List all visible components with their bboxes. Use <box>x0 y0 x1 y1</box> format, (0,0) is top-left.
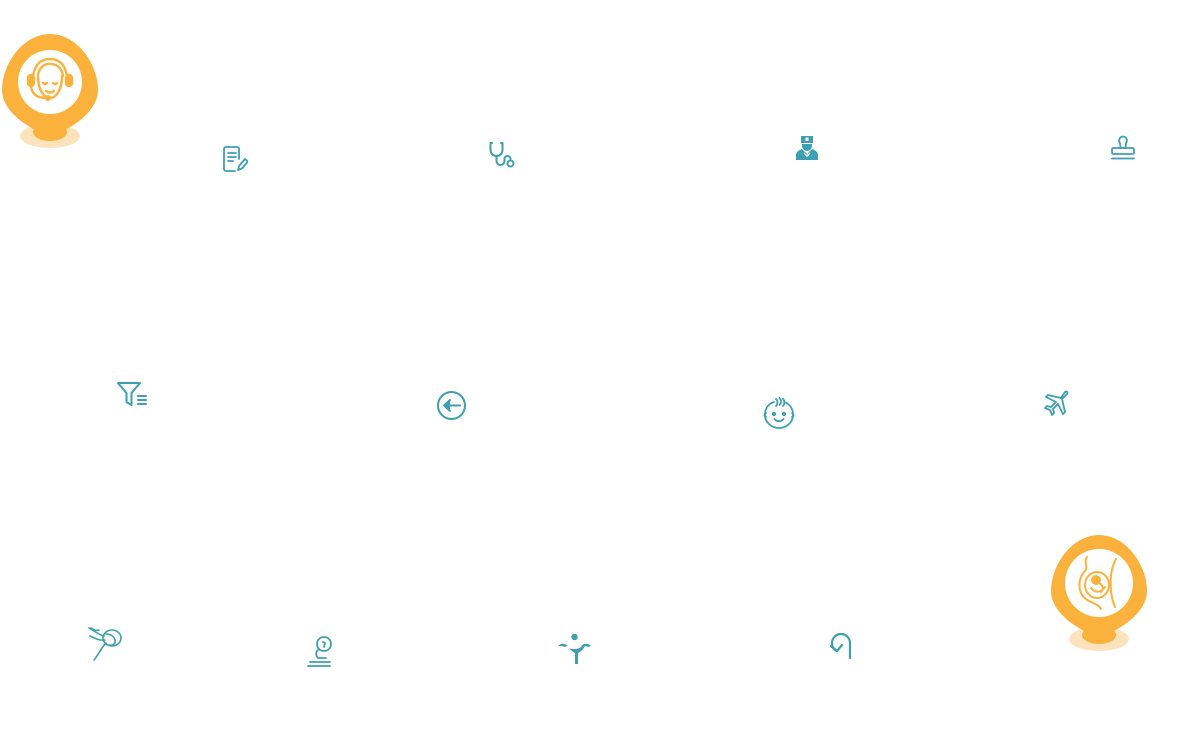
stethoscope-icon[interactable] <box>488 141 516 170</box>
doctor-icon[interactable] <box>795 135 819 160</box>
stamp-icon[interactable] <box>1110 135 1136 161</box>
baby-face-icon[interactable] <box>762 396 796 430</box>
edit-document-icon[interactable] <box>222 145 248 173</box>
ovulation-test-icon[interactable] <box>306 635 334 667</box>
customer-service-headset-icon <box>26 57 74 101</box>
filter-list-icon[interactable] <box>116 380 148 408</box>
back-arrow-icon[interactable] <box>436 390 467 421</box>
return-arrow-icon[interactable] <box>826 631 854 661</box>
pregnancy-pin[interactable] <box>1049 533 1149 655</box>
sperm-icon[interactable] <box>87 624 124 662</box>
customer-service-pin[interactable] <box>0 32 100 154</box>
airplane-icon[interactable] <box>1039 389 1070 420</box>
pregnancy-fetus-icon <box>1078 556 1117 610</box>
uterus-icon[interactable] <box>556 633 593 665</box>
